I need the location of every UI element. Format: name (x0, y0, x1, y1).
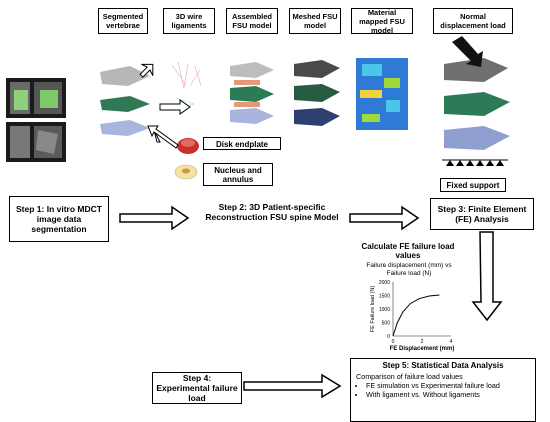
load-arrow (452, 36, 483, 67)
step3-box: Step 3: Finite Element (FE) Analysis (430, 198, 534, 230)
header-material-mapped-fsu: Material mapped FSU model (351, 8, 413, 35)
label-nucleus-annulus: Nucleus and annulus (203, 163, 273, 186)
fe-calc-title: Calculate FE failure load values (361, 242, 455, 260)
disk-endplate-image (177, 138, 199, 154)
segmented-vertebrae-images (100, 66, 150, 136)
header-3d-wire-ligaments: 3D wire ligaments (163, 8, 215, 34)
header-segmented-vertebrae: Segmented vertebrae (98, 8, 148, 34)
fe-calc-subtitle: Failure displacement (mm) vs Failure loa… (366, 262, 452, 277)
material-mapped-fsu-image (356, 58, 408, 130)
header-assembled-fsu: Assembled FSU model (226, 8, 278, 34)
step5-bullets: FE simulation vs Experimental failure lo… (356, 381, 530, 399)
nucleus-annulus-image (174, 164, 198, 180)
label-fixed-support: Fixed support (440, 178, 506, 192)
header-meshed-fsu: Meshed FSU model (289, 8, 341, 34)
header-normal-displacement-load: Normal displacement load (433, 8, 513, 34)
step5-bullet: FE simulation vs Experimental failure lo… (366, 381, 530, 390)
step1-box: Step 1: In vitro MDCT image data segment… (9, 196, 109, 242)
flow-arrows (119, 205, 503, 399)
step5-bullet: With ligament vs. Without ligaments (366, 390, 530, 399)
step5-box: Step 5: Statistical Data Analysis Compar… (350, 358, 536, 422)
fixed-support-triangles (446, 160, 504, 166)
loaded-fsu-image (442, 58, 510, 161)
wire-ligaments-image (171, 61, 202, 109)
step5-intro: Comparison of failure load values (356, 372, 463, 381)
meshed-fsu-image (294, 60, 340, 126)
label-disk-endplate: Disk endplate (203, 137, 281, 150)
step5-title: Step 5: Statistical Data Analysis (382, 361, 504, 370)
assembled-fsu-image (230, 62, 274, 124)
step4-box: Step 4: Experimental failure load (152, 372, 242, 404)
ct-scan-images (6, 78, 66, 162)
model-arrows (139, 63, 191, 149)
step2-label: Step 2: 3D Patient-specific Reconstructi… (205, 202, 339, 222)
